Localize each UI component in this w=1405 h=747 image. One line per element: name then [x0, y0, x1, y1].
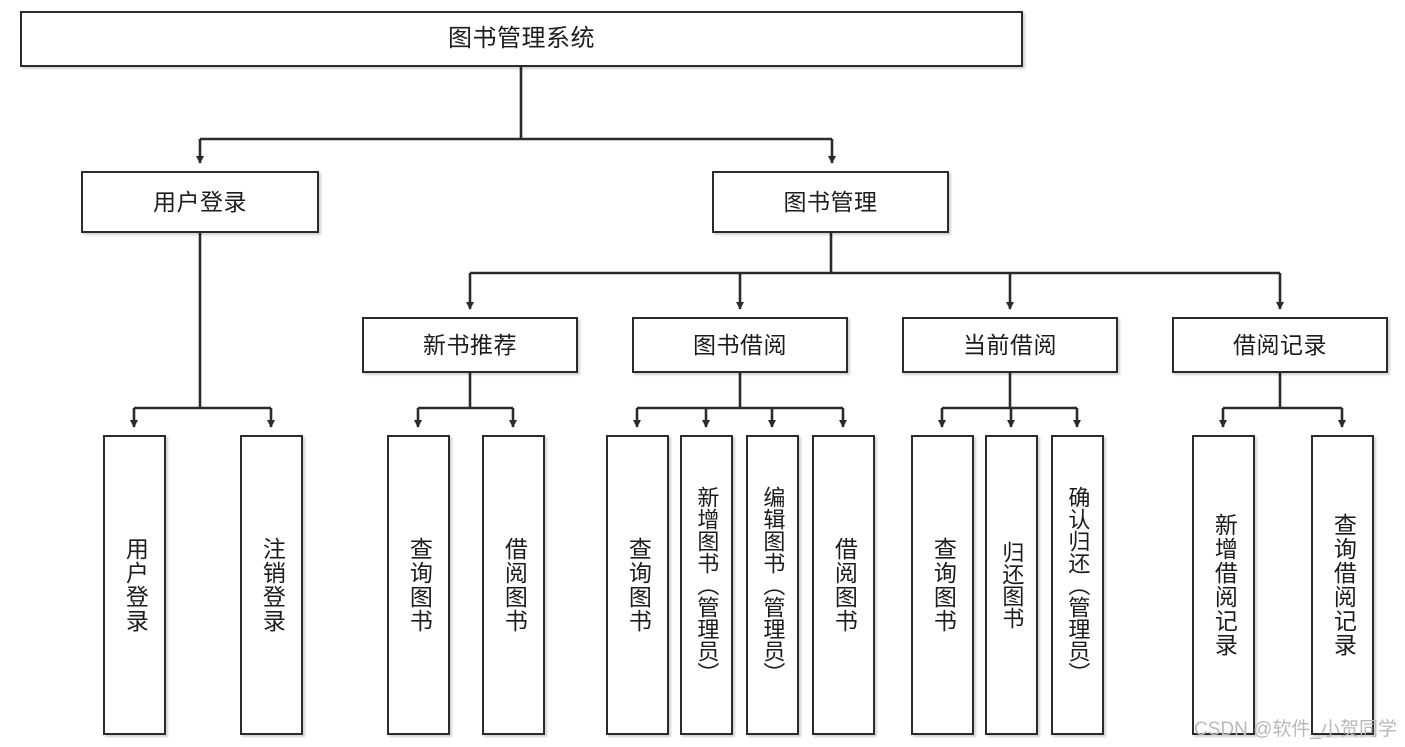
edges-currentborrow-to-leaves	[937, 373, 1082, 428]
node-leaf-edit-book-admin-label: 编辑图书（管理员）	[760, 486, 786, 684]
node-leaf-confirm-return-admin-label: 确认归还（管理员）	[1065, 486, 1091, 684]
node-borrow-record-label: 借阅记录	[1233, 331, 1327, 358]
node-current-borrow-label: 当前借阅	[963, 331, 1057, 358]
node-book-manage[interactable]: 图书管理	[712, 171, 949, 233]
node-leaf-logout-label: 注销登录	[259, 537, 286, 633]
node-leaf-return-book-label: 归还图书	[999, 541, 1025, 629]
node-new-book-rec[interactable]: 新书推荐	[362, 317, 578, 373]
node-user-login-label: 用户登录	[153, 188, 247, 215]
node-leaf-query-borrow-record[interactable]: 查询借阅记录	[1311, 435, 1374, 735]
node-leaf-add-book-admin[interactable]: 新增图书（管理员）	[680, 435, 733, 735]
edges-userlogin-to-leaves	[129, 233, 276, 428]
node-leaf-confirm-return-admin[interactable]: 确认归还（管理员）	[1051, 435, 1104, 735]
node-leaf-user-login[interactable]: 用户登录	[103, 435, 166, 735]
node-leaf-edit-book-admin[interactable]: 编辑图书（管理员）	[746, 435, 799, 735]
node-leaf-add-borrow-record-label: 新增借阅记录	[1211, 513, 1238, 657]
node-user-login[interactable]: 用户登录	[81, 171, 319, 233]
node-leaf-query-book-2[interactable]: 查询图书	[606, 435, 669, 735]
node-leaf-user-login-label: 用户登录	[122, 537, 149, 633]
node-current-borrow[interactable]: 当前借阅	[902, 317, 1118, 373]
node-new-book-rec-label: 新书推荐	[423, 331, 517, 358]
node-root-system-label: 图书管理系统	[448, 25, 595, 53]
node-leaf-query-book-3-label: 查询图书	[930, 537, 957, 633]
edges-bookborrow-to-leaves	[632, 373, 848, 428]
node-leaf-logout[interactable]: 注销登录	[240, 435, 303, 735]
node-book-borrow-label: 图书借阅	[693, 331, 787, 358]
edges-root-to-level1	[195, 67, 837, 164]
node-leaf-borrow-book-2-label: 借阅图书	[831, 537, 858, 633]
edges-bookmanage-to-level2	[465, 233, 1285, 310]
node-book-manage-label: 图书管理	[783, 188, 878, 215]
csdn-watermark: CSDN @软件_小贺同学	[1194, 719, 1397, 740]
node-leaf-add-borrow-record[interactable]: 新增借阅记录	[1192, 435, 1255, 735]
node-leaf-borrow-book-2[interactable]: 借阅图书	[812, 435, 875, 735]
node-leaf-query-book-2-label: 查询图书	[625, 537, 652, 633]
node-borrow-record[interactable]: 借阅记录	[1172, 317, 1388, 373]
node-leaf-query-book-3[interactable]: 查询图书	[911, 435, 974, 735]
edges-newbookrec-to-leaves	[413, 373, 518, 428]
node-leaf-query-borrow-record-label: 查询借阅记录	[1330, 513, 1357, 657]
edges-borrowrecord-to-leaves	[1218, 373, 1347, 428]
node-root-system[interactable]: 图书管理系统	[20, 11, 1023, 67]
node-book-borrow[interactable]: 图书借阅	[632, 317, 848, 373]
node-leaf-borrow-book-1-label: 借阅图书	[501, 537, 528, 633]
node-leaf-query-book-1-label: 查询图书	[406, 537, 433, 633]
node-leaf-borrow-book-1[interactable]: 借阅图书	[482, 435, 545, 735]
node-leaf-add-book-admin-label: 新增图书（管理员）	[694, 486, 720, 684]
node-leaf-return-book[interactable]: 归还图书	[985, 435, 1038, 735]
node-leaf-query-book-1[interactable]: 查询图书	[387, 435, 450, 735]
